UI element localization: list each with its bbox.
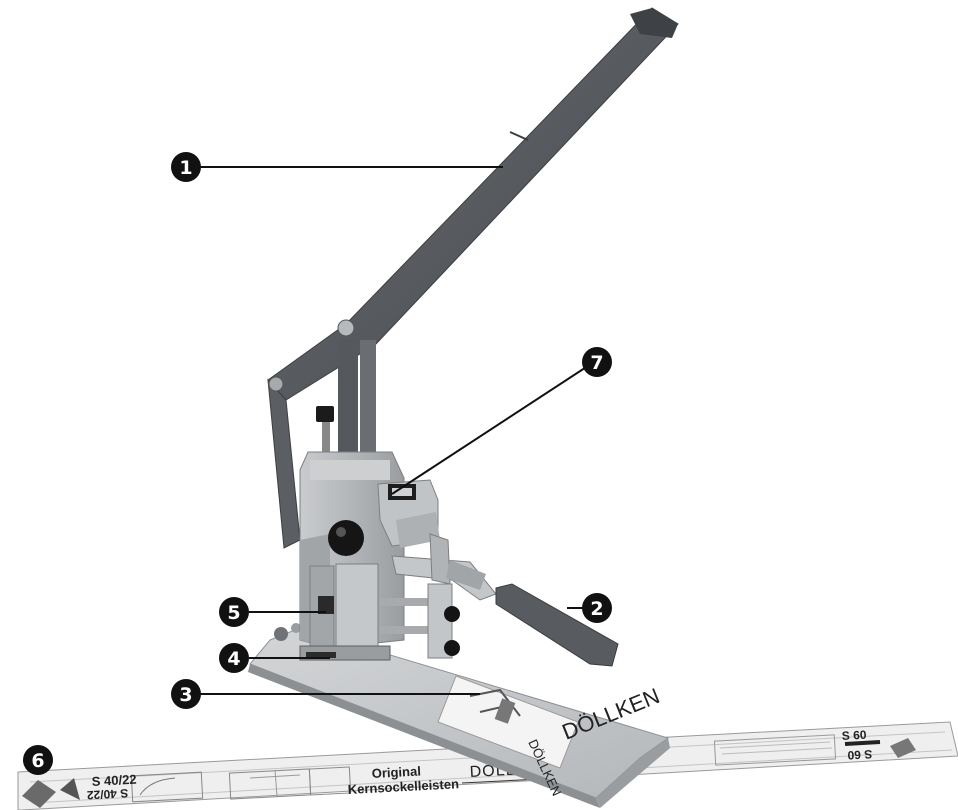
ruler-right-code-bottom: S 60 — [847, 747, 873, 762]
stop-knob-icon — [316, 406, 334, 422]
ruler-right-code-top: S 60 — [841, 728, 867, 743]
callout-3: 3 — [171, 679, 201, 709]
adjust-knob-lower-icon — [444, 640, 460, 656]
leader-line-7 — [391, 361, 595, 495]
ruler-arrow-icon — [890, 738, 916, 758]
stop-bracket — [377, 479, 440, 548]
body-knob-icon — [328, 520, 364, 556]
callout-4-label: 4 — [227, 648, 240, 670]
callout-2-label: 2 — [590, 598, 603, 620]
callout-6: 6 — [23, 745, 53, 775]
ruler-title-line2: Kernsockelleisten — [347, 776, 459, 797]
leader-lines — [197, 166, 595, 695]
callout-1: 1 — [171, 152, 201, 182]
ruler-diamond-icon — [22, 780, 56, 808]
callout-7-label: 7 — [590, 352, 603, 374]
ruler-left-code-top: S 40/22 — [91, 772, 137, 789]
callout-4: 4 — [219, 643, 249, 673]
callout-5-label: 5 — [227, 602, 240, 624]
clamp-handle — [391, 533, 619, 667]
callout-1-label: 1 — [179, 157, 192, 179]
cutter-block — [309, 563, 379, 653]
callout-6-label: 6 — [31, 750, 44, 772]
ruler-left-code-bottom: S 40/22 — [86, 786, 128, 802]
press-body — [299, 451, 460, 661]
lever-handle — [267, 7, 679, 549]
cutting-die — [299, 645, 391, 661]
callout-2: 2 — [582, 593, 612, 623]
gauge-ruler: S 40/22 S 40/22 Original Kernsockelleist… — [17, 721, 958, 810]
callout-5: 5 — [219, 597, 249, 627]
callout-3-label: 3 — [179, 684, 192, 706]
ruler-title-line1: Original — [371, 763, 421, 781]
callout-7: 7 — [582, 347, 612, 377]
adjust-knob-upper-icon — [444, 606, 460, 622]
